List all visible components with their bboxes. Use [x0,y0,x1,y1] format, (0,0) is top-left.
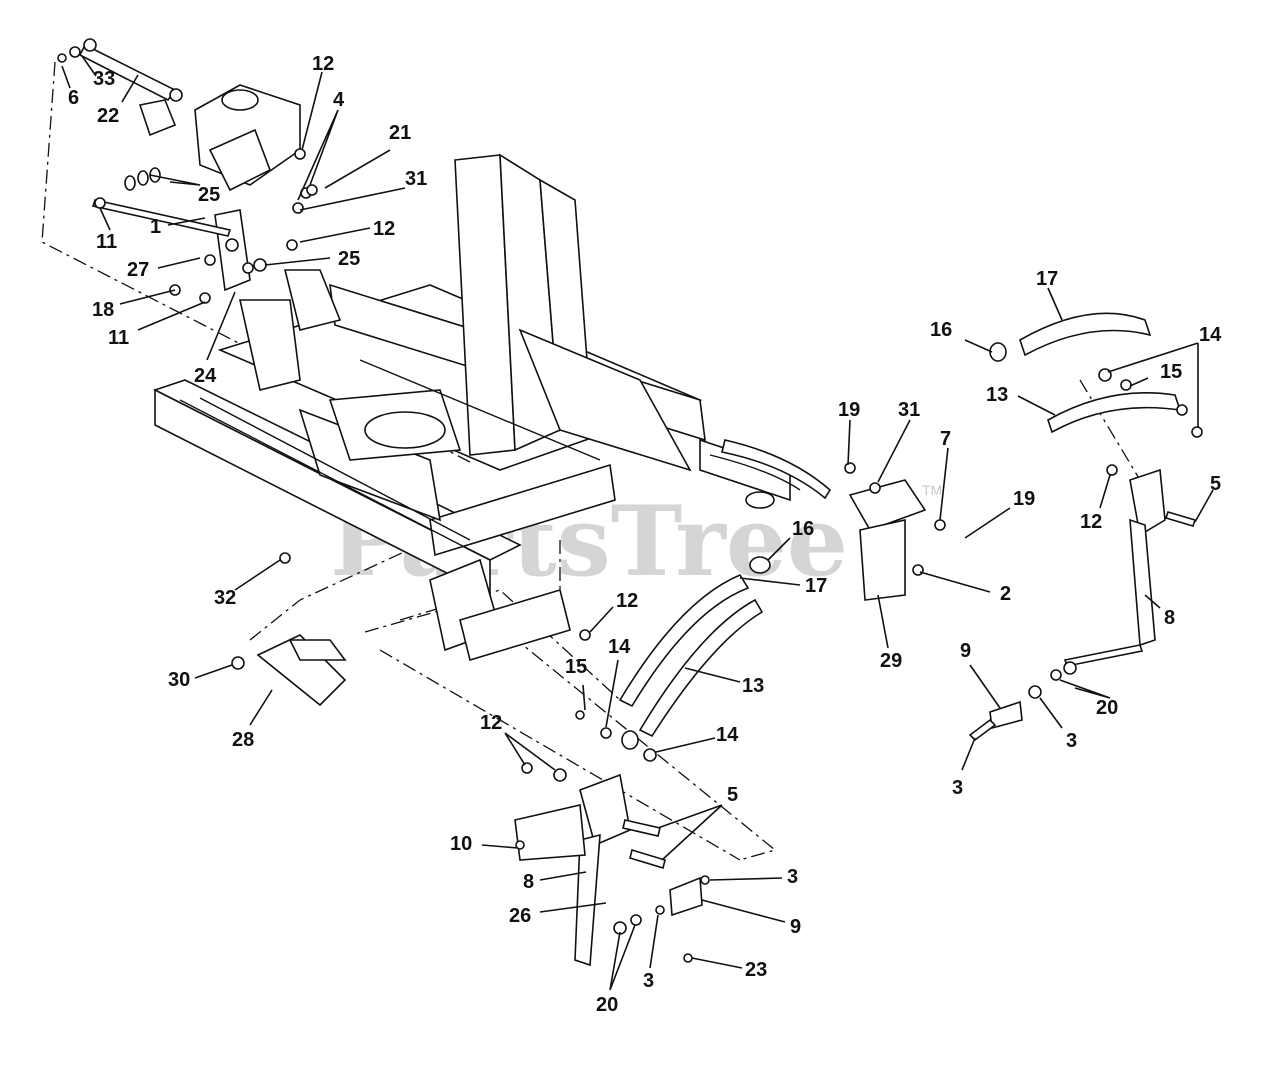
callout-33: 33 [93,68,115,90]
center-hose-assembly [575,556,771,762]
callout-2: 2 [1000,583,1011,605]
callout-27: 27 [127,259,149,281]
leader-lines [61,55,1214,991]
callout-16: 16 [930,319,952,341]
callout-3: 3 [952,777,963,799]
callout-31: 31 [405,168,427,190]
callout-11: 11 [96,231,117,253]
callout-15: 15 [1160,361,1182,383]
callout-1: 1 [150,216,161,238]
callout-8: 8 [1164,607,1175,629]
callout-19: 19 [838,399,860,421]
callouts: 6 33 22 12 4 21 31 25 1 11 12 27 25 18 1… [68,53,1222,1016]
callout-25: 25 [338,248,360,270]
callout-30: 30 [168,669,190,691]
callout-20: 20 [596,994,618,1016]
lower-pedal-assembly [231,552,710,967]
callout-6: 6 [68,87,79,109]
callout-17: 17 [1036,268,1058,290]
callout-11: 11 [108,327,129,349]
callout-32: 32 [214,587,236,609]
callout-9: 9 [790,916,801,938]
callout-15: 15 [565,656,587,678]
callout-4: 4 [333,89,345,111]
callout-22: 22 [97,105,119,127]
callout-12: 12 [616,590,638,612]
callout-29: 29 [880,650,902,672]
callout-23: 23 [745,959,767,981]
callout-14: 14 [716,724,739,746]
callout-31: 31 [898,399,920,421]
callout-8: 8 [523,871,534,893]
callout-5: 5 [727,784,738,806]
callout-3: 3 [787,866,798,888]
callout-3: 3 [643,970,654,992]
callout-10: 10 [450,833,472,855]
main-frame [152,153,801,662]
callout-18: 18 [92,299,114,321]
callout-14: 14 [608,636,631,658]
callout-20: 20 [1096,697,1118,719]
callout-7: 7 [940,428,951,450]
callout-19: 19 [1013,488,1035,510]
callout-12: 12 [1080,511,1102,533]
callout-28: 28 [232,729,254,751]
callout-5: 5 [1210,473,1221,495]
watermark-trademark: TM [922,482,942,498]
control-assembly [57,38,318,304]
callout-12: 12 [373,218,395,240]
callout-13: 13 [986,384,1008,406]
callout-25: 25 [198,184,220,206]
callout-12: 12 [480,712,502,734]
callout-26: 26 [509,905,531,927]
callout-12: 12 [312,53,334,75]
callout-14: 14 [1199,324,1222,346]
callout-21: 21 [389,122,411,144]
callout-24: 24 [194,365,217,387]
callout-13: 13 [742,675,764,697]
right-pedal-assembly [721,312,1203,742]
callout-9: 9 [960,640,971,662]
callout-3: 3 [1066,730,1077,752]
callout-17: 17 [805,575,827,597]
callout-16: 16 [792,518,814,540]
